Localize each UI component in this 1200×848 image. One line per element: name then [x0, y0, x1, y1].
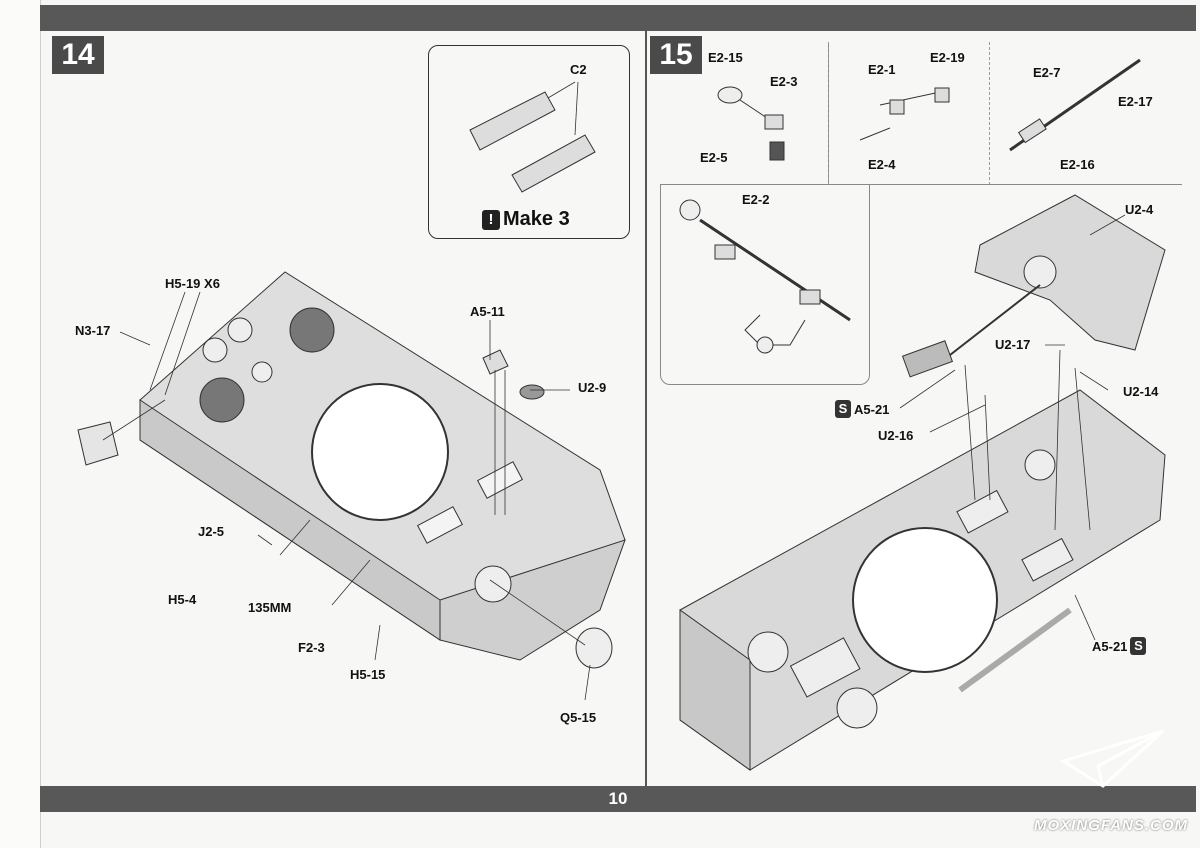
part-label: E2-4 — [868, 157, 896, 172]
part-label-with-icon: S A5-21 — [835, 400, 889, 418]
part-label: A5-21 — [854, 401, 890, 417]
page-edge — [0, 0, 41, 848]
part-label: U2-17 — [995, 337, 1031, 352]
s-icon: S — [1130, 637, 1147, 655]
subpanel-a — [660, 42, 829, 185]
part-label: E2-1 — [868, 62, 896, 77]
step-number-15: 15 — [650, 36, 702, 74]
part-label: E2-15 — [708, 50, 743, 65]
watermark-text: MOXINGFANS.COM — [1033, 817, 1188, 834]
page-number: 10 — [608, 789, 628, 808]
part-label: H5-15 — [350, 667, 386, 682]
part-label: A5-21 — [1092, 638, 1128, 654]
track-callout-box — [428, 45, 630, 239]
warning-icon: ! — [482, 209, 500, 230]
part-label: 135MM — [248, 600, 292, 615]
track-links-drawing — [469, 81, 596, 193]
step-number-14: 14 — [52, 36, 104, 74]
paper-plane-logo-icon — [1059, 729, 1165, 788]
part-label-c2: C2 — [570, 62, 587, 77]
make-quantity-note: ! Make 3 — [482, 208, 570, 231]
part-label: F2-3 — [298, 640, 325, 655]
make-quantity-text: Make 3 — [503, 208, 570, 230]
part-label: N3-17 — [75, 323, 111, 338]
part-label: H5-19 X6 — [165, 276, 220, 291]
subpanel-b — [828, 42, 990, 185]
part-label: E2-2 — [742, 192, 770, 207]
part-label: Q5-15 — [560, 710, 597, 725]
subpanel-d — [660, 184, 870, 385]
part-label: E2-19 — [930, 50, 965, 65]
s-icon: S — [835, 400, 851, 418]
part-label: E2-5 — [700, 150, 728, 165]
part-label: U2-4 — [1125, 202, 1154, 217]
step14-leader-lines — [102, 291, 591, 701]
step15-leader-lines — [899, 214, 1126, 641]
part-label: U2-16 — [878, 428, 914, 443]
part-label: E2-16 — [1060, 157, 1095, 172]
bottom-bar: 10 — [40, 786, 1196, 812]
part-label-with-icon: A5-21 S — [1092, 637, 1147, 655]
part-label: E2-7 — [1033, 65, 1061, 80]
step15-hull-drawing — [679, 194, 1166, 771]
top-bar — [40, 5, 1196, 31]
part-label: E2-3 — [770, 74, 798, 89]
part-label: A5-11 — [470, 304, 505, 319]
step15-subassembly-drawings — [679, 58, 1141, 354]
part-label: J2-5 — [198, 524, 225, 539]
part-label: E2-17 — [1118, 94, 1153, 109]
part-label: U2-14 — [1123, 384, 1159, 399]
subpanel-c — [988, 42, 1182, 185]
step14-hull-drawing — [77, 271, 626, 669]
part-label: U2-9 — [578, 380, 607, 395]
part-label: H5-4 — [168, 592, 197, 607]
page-divider — [645, 31, 647, 786]
